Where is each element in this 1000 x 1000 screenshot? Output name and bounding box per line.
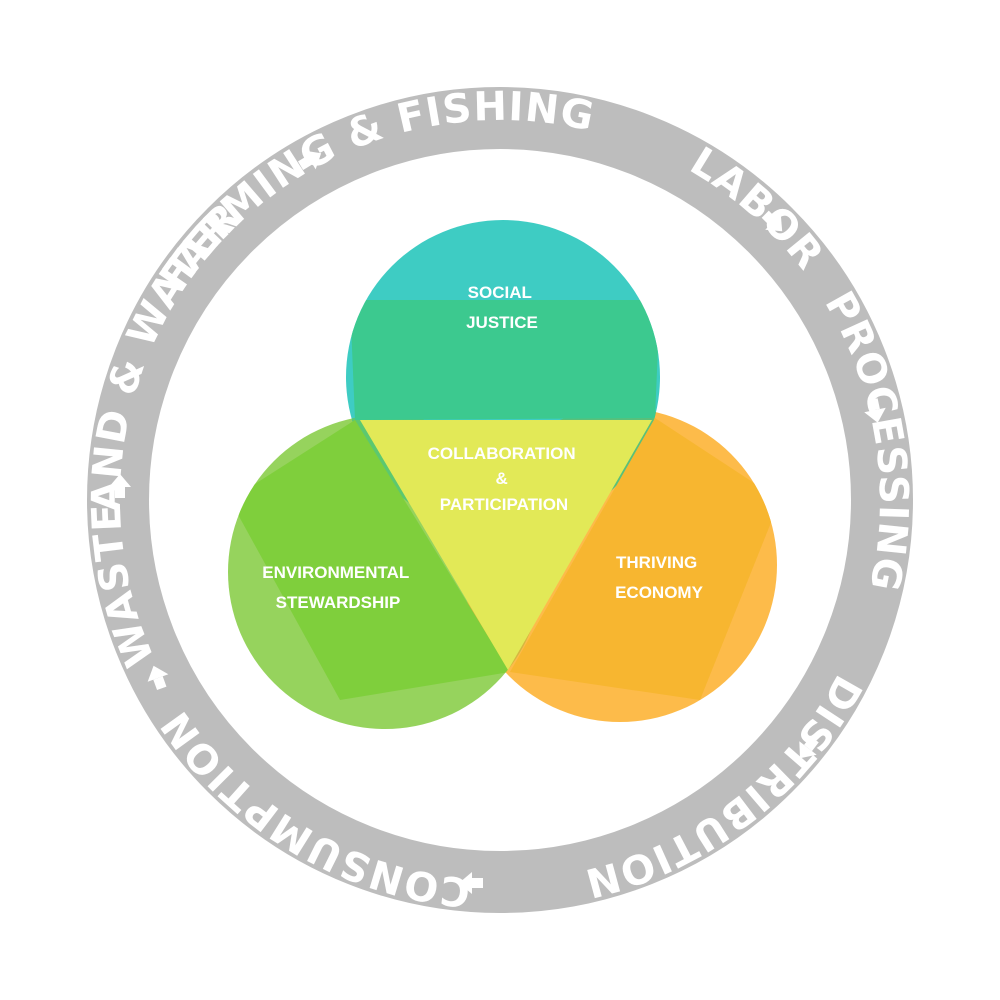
collaboration-triangle (360, 420, 652, 670)
environmental-stewardship-line-2: STEWARDSHIP (276, 593, 401, 612)
social-justice-line-1: SOCIAL (468, 283, 532, 302)
supply-chain-ring (87, 87, 913, 913)
venn-diagram (228, 220, 777, 729)
collaboration-participation-label: COLLABORATION & PARTICIPATION (428, 444, 581, 514)
thriving-economy-line-2: ECONOMY (615, 583, 704, 602)
left-inner-shade (230, 420, 510, 700)
stage-land-water: LAND & WATER (0, 0, 249, 512)
social-justice-line-2: JUSTICE (466, 313, 538, 332)
right-inner-shade (510, 418, 777, 700)
thriving-economy-line-1: THRIVING (616, 553, 697, 572)
venn-labels: SOCIAL JUSTICE ENVIRONMENTAL STEWARDSHIP… (262, 283, 703, 612)
thriving-economy-label: THRIVING ECONOMY (615, 553, 704, 602)
collaboration-line-3: PARTICIPATION (440, 495, 568, 514)
environmental-stewardship-label: ENVIRONMENTAL STEWARDSHIP (262, 563, 413, 612)
collaboration-line-1: COLLABORATION (428, 444, 576, 463)
collaboration-line-2: & (495, 469, 507, 488)
social-justice-label: SOCIAL JUSTICE (466, 283, 538, 332)
top-inner-shade (350, 300, 660, 420)
svg-text:LAND & WATER: LAND & WATER (0, 0, 250, 512)
environmental-stewardship-line-1: ENVIRONMENTAL (262, 563, 409, 582)
